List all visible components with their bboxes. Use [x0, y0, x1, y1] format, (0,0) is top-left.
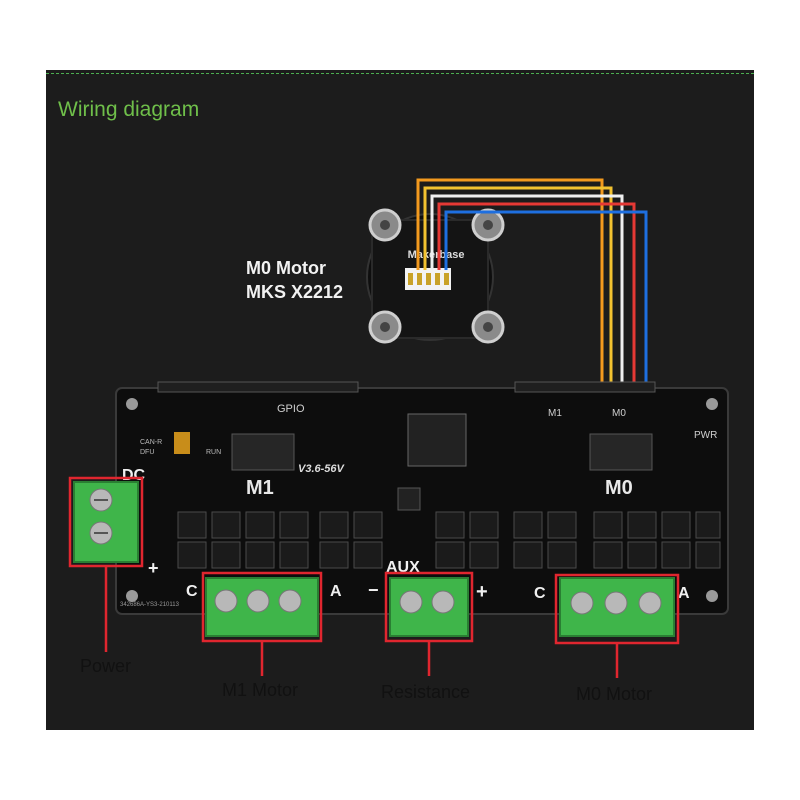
dc-silk: DC: [122, 467, 146, 484]
wire-blue: [444, 210, 648, 392]
can-silk: CAN-R: [140, 439, 162, 446]
m1-silk: M1: [246, 477, 274, 499]
terminal-aux: [389, 577, 469, 637]
m0-c-silk: C: [534, 585, 546, 602]
wire-orange: [416, 178, 604, 392]
m1-c-silk: C: [186, 583, 198, 600]
callout-resistance: Resistance: [381, 682, 471, 702]
callout-markers: [68, 476, 680, 678]
m0-top-silk: M0: [612, 408, 626, 419]
mosfet-array: [177, 511, 721, 569]
serial-silk: 342686A-YS3-210113: [120, 602, 180, 608]
m0-a-silk: A: [678, 585, 690, 602]
board-version: V3.6-56V: [298, 463, 346, 475]
run-silk: RUN: [206, 449, 221, 456]
controller-board: GPIO M1 M0 V3.6-56V M1 M0 DC AUX PWR CAN…: [115, 381, 729, 615]
motor-mks-x2212: Makerbase: [366, 208, 505, 344]
motor-badge: Makerbase: [408, 249, 465, 261]
motor-label-line1: M0 Motor: [246, 258, 326, 278]
m1-a-silk: A: [330, 583, 342, 600]
wire-yellow: [423, 186, 613, 392]
callout-m0-motor: M0 Motor: [576, 684, 653, 704]
terminal-power: [73, 481, 139, 563]
terminal-m1: [205, 577, 319, 637]
aux-minus-silk: −: [368, 580, 379, 600]
callout-m1-motor: M1 Motor: [222, 680, 299, 700]
aux-plus-silk: +: [476, 581, 488, 603]
wire-red: [437, 202, 636, 392]
dc-plus-silk: +: [148, 558, 159, 578]
dfu-silk: DFU: [140, 449, 154, 456]
terminal-m0: [559, 577, 675, 637]
motor-label-line2: MKS X2212: [246, 282, 344, 302]
m1-top-silk: M1: [548, 408, 562, 419]
diagram-heading: Wiring diagram: [58, 98, 200, 121]
motor-wires: [416, 178, 648, 392]
callout-power: Power: [80, 656, 132, 676]
dashed-divider: [46, 73, 754, 74]
pwr-silk: PWR: [694, 430, 717, 441]
m0-silk: M0: [605, 477, 633, 499]
wire-white: [430, 194, 624, 392]
gpio-silk: GPIO: [277, 403, 305, 415]
